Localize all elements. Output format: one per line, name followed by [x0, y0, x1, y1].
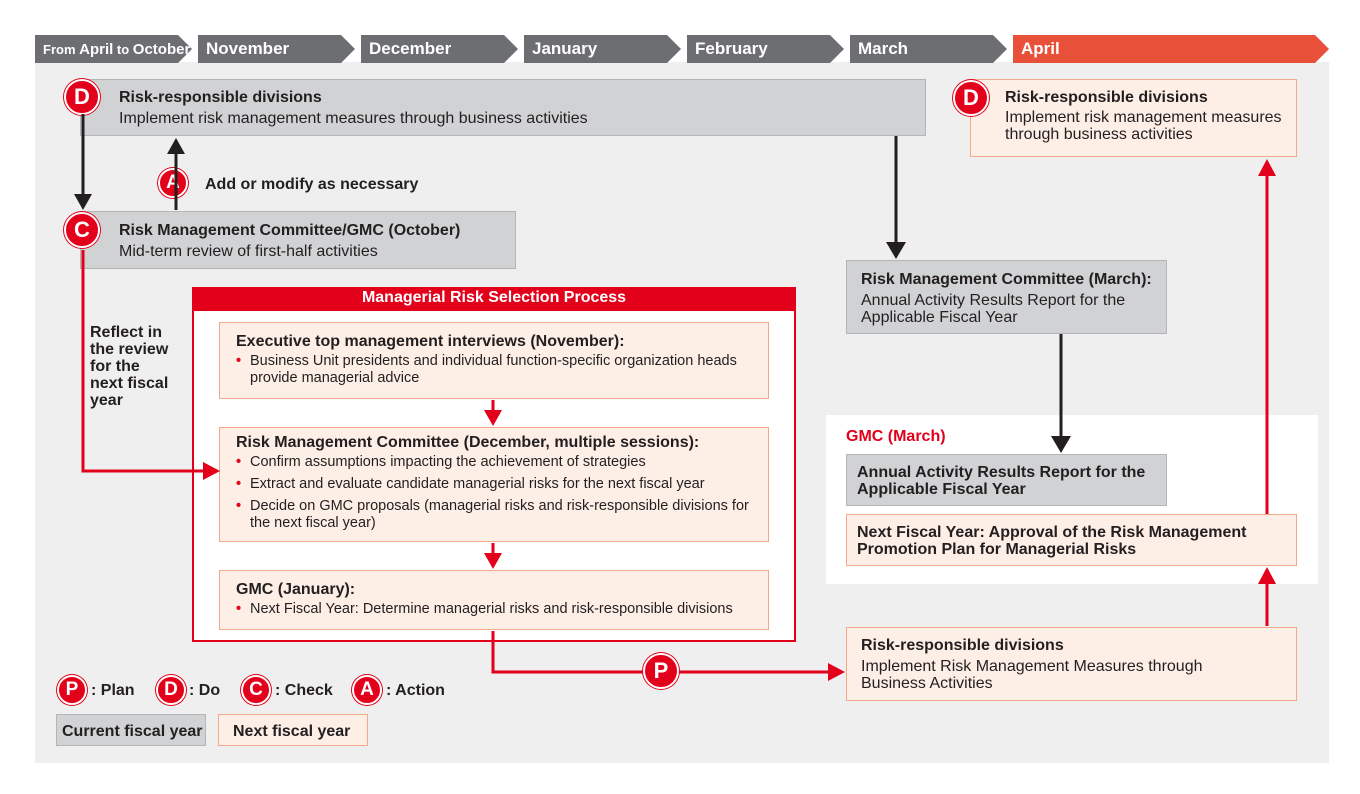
do-april-title: Risk-responsible divisions — [1005, 89, 1208, 106]
step-interviews-title: Executive top management interviews (Nov… — [236, 333, 625, 350]
rmc-march-title: Risk Management Committee (March): — [861, 271, 1152, 288]
arrowhead-check-to-selection — [203, 462, 220, 480]
arrow-selection-to-do-next — [491, 631, 830, 674]
step-december-bullet-3: Decide on GMC proposals (managerial risk… — [236, 498, 758, 532]
step-interviews-bullet: Business Unit presidents and individual … — [236, 353, 768, 387]
gmc-march-approval-box: Next Fiscal Year: Approval of the Risk M… — [846, 514, 1297, 566]
legend-do-icon: D — [156, 675, 186, 705]
gmc-march-report-box: Annual Activity Results Report for the A… — [846, 454, 1167, 506]
step-january-bullet: Next Fiscal Year: Determine managerial r… — [236, 601, 768, 618]
step-december-bullet-2: Extract and evaluate candidate manageria… — [236, 476, 758, 493]
legend-do-label: : Do — [189, 682, 221, 699]
msp-step-interviews: Executive top management interviews (Nov… — [219, 322, 769, 399]
gmc-march-report: Annual Activity Results Report for the A… — [857, 464, 1146, 498]
timeline-january: January — [524, 35, 681, 63]
arrowhead-approval-to-do-april — [1258, 159, 1276, 176]
plan-circle-icon: P — [643, 653, 679, 689]
legend-action-label: : Action — [386, 682, 445, 699]
do-april-box: Risk-responsible divisions Implement ris… — [970, 79, 1297, 157]
timeline-february: February — [687, 35, 844, 63]
msp-title: Managerial Risk Selection Process — [192, 287, 796, 311]
arrowhead-step2-to-step3 — [484, 553, 502, 569]
do-april-circle-icon: D — [953, 80, 989, 116]
check-text: Mid-term review of first-half activities — [119, 243, 378, 260]
arrowhead-check-to-do — [167, 138, 185, 154]
timeline-april-to-october: From April to October — [35, 35, 192, 63]
do-current-text: Implement risk management measures throu… — [119, 110, 588, 127]
do-current-title: Risk-responsible divisions — [119, 89, 322, 106]
timeline-november: November — [198, 35, 355, 63]
arrowhead-do-to-check — [74, 194, 92, 210]
gmc-march-label: GMC (March) — [846, 428, 946, 445]
legend-check-label: : Check — [275, 682, 333, 699]
do-next-title: Risk-responsible divisions — [861, 637, 1064, 654]
legend-plan-icon: P — [57, 675, 87, 705]
timeline-march: March — [850, 35, 1007, 63]
arrowhead-step1-to-step2 — [484, 410, 502, 426]
timeline-december: December — [361, 35, 518, 63]
do-april-text: Implement risk management measures throu… — [1005, 109, 1282, 143]
do-next-text: Implement Risk Management Measures throu… — [861, 658, 1203, 692]
arrowhead-selection-to-do-next — [828, 663, 845, 681]
step-december-title: Risk Management Committee (December, mul… — [236, 434, 700, 451]
arrowhead-do-next-to-approval — [1258, 567, 1276, 584]
legend-action-icon: A — [352, 675, 382, 705]
do-next-box: Risk-responsible divisions Implement Ris… — [846, 627, 1297, 701]
check-box: Risk Management Committee/GMC (October) … — [80, 211, 516, 269]
msp-step-gmc-january: GMC (January): Next Fiscal Year: Determi… — [219, 570, 769, 630]
arrowhead-rmc-to-gmc-march — [1051, 436, 1071, 453]
arrow-check-to-selection — [81, 250, 205, 473]
msp-step-rmc-december: Risk Management Committee (December, mul… — [219, 427, 769, 542]
legend-check-icon: C — [241, 675, 271, 705]
rmc-march-box: Risk Management Committee (March): Annua… — [846, 260, 1167, 334]
do-current-box: Risk-responsible divisions Implement ris… — [80, 79, 926, 136]
check-circle-icon: C — [64, 212, 100, 248]
legend-next-label: Next fiscal year — [233, 723, 351, 740]
timeline-april: April — [1013, 35, 1329, 63]
legend-current-label: Current fiscal year — [62, 723, 203, 740]
legend-next-fiscal-year: Next fiscal year — [218, 714, 368, 746]
step-january-title: GMC (January): — [236, 581, 356, 598]
legend-current-fiscal-year: Current fiscal year — [56, 714, 206, 746]
arrowhead-do-to-rmc-march — [886, 242, 906, 259]
gmc-march-approval: Next Fiscal Year: Approval of the Risk M… — [857, 524, 1247, 558]
check-title: Risk Management Committee/GMC (October) — [119, 222, 461, 239]
step-december-bullet-1: Confirm assumptions impacting the achiev… — [236, 454, 758, 471]
legend-plan-label: : Plan — [91, 682, 135, 699]
rmc-march-text: Annual Activity Results Report for the A… — [861, 292, 1126, 326]
reflect-label: Reflect in the review for the next fisca… — [90, 324, 169, 409]
action-label: Add or modify as necessary — [205, 176, 419, 193]
